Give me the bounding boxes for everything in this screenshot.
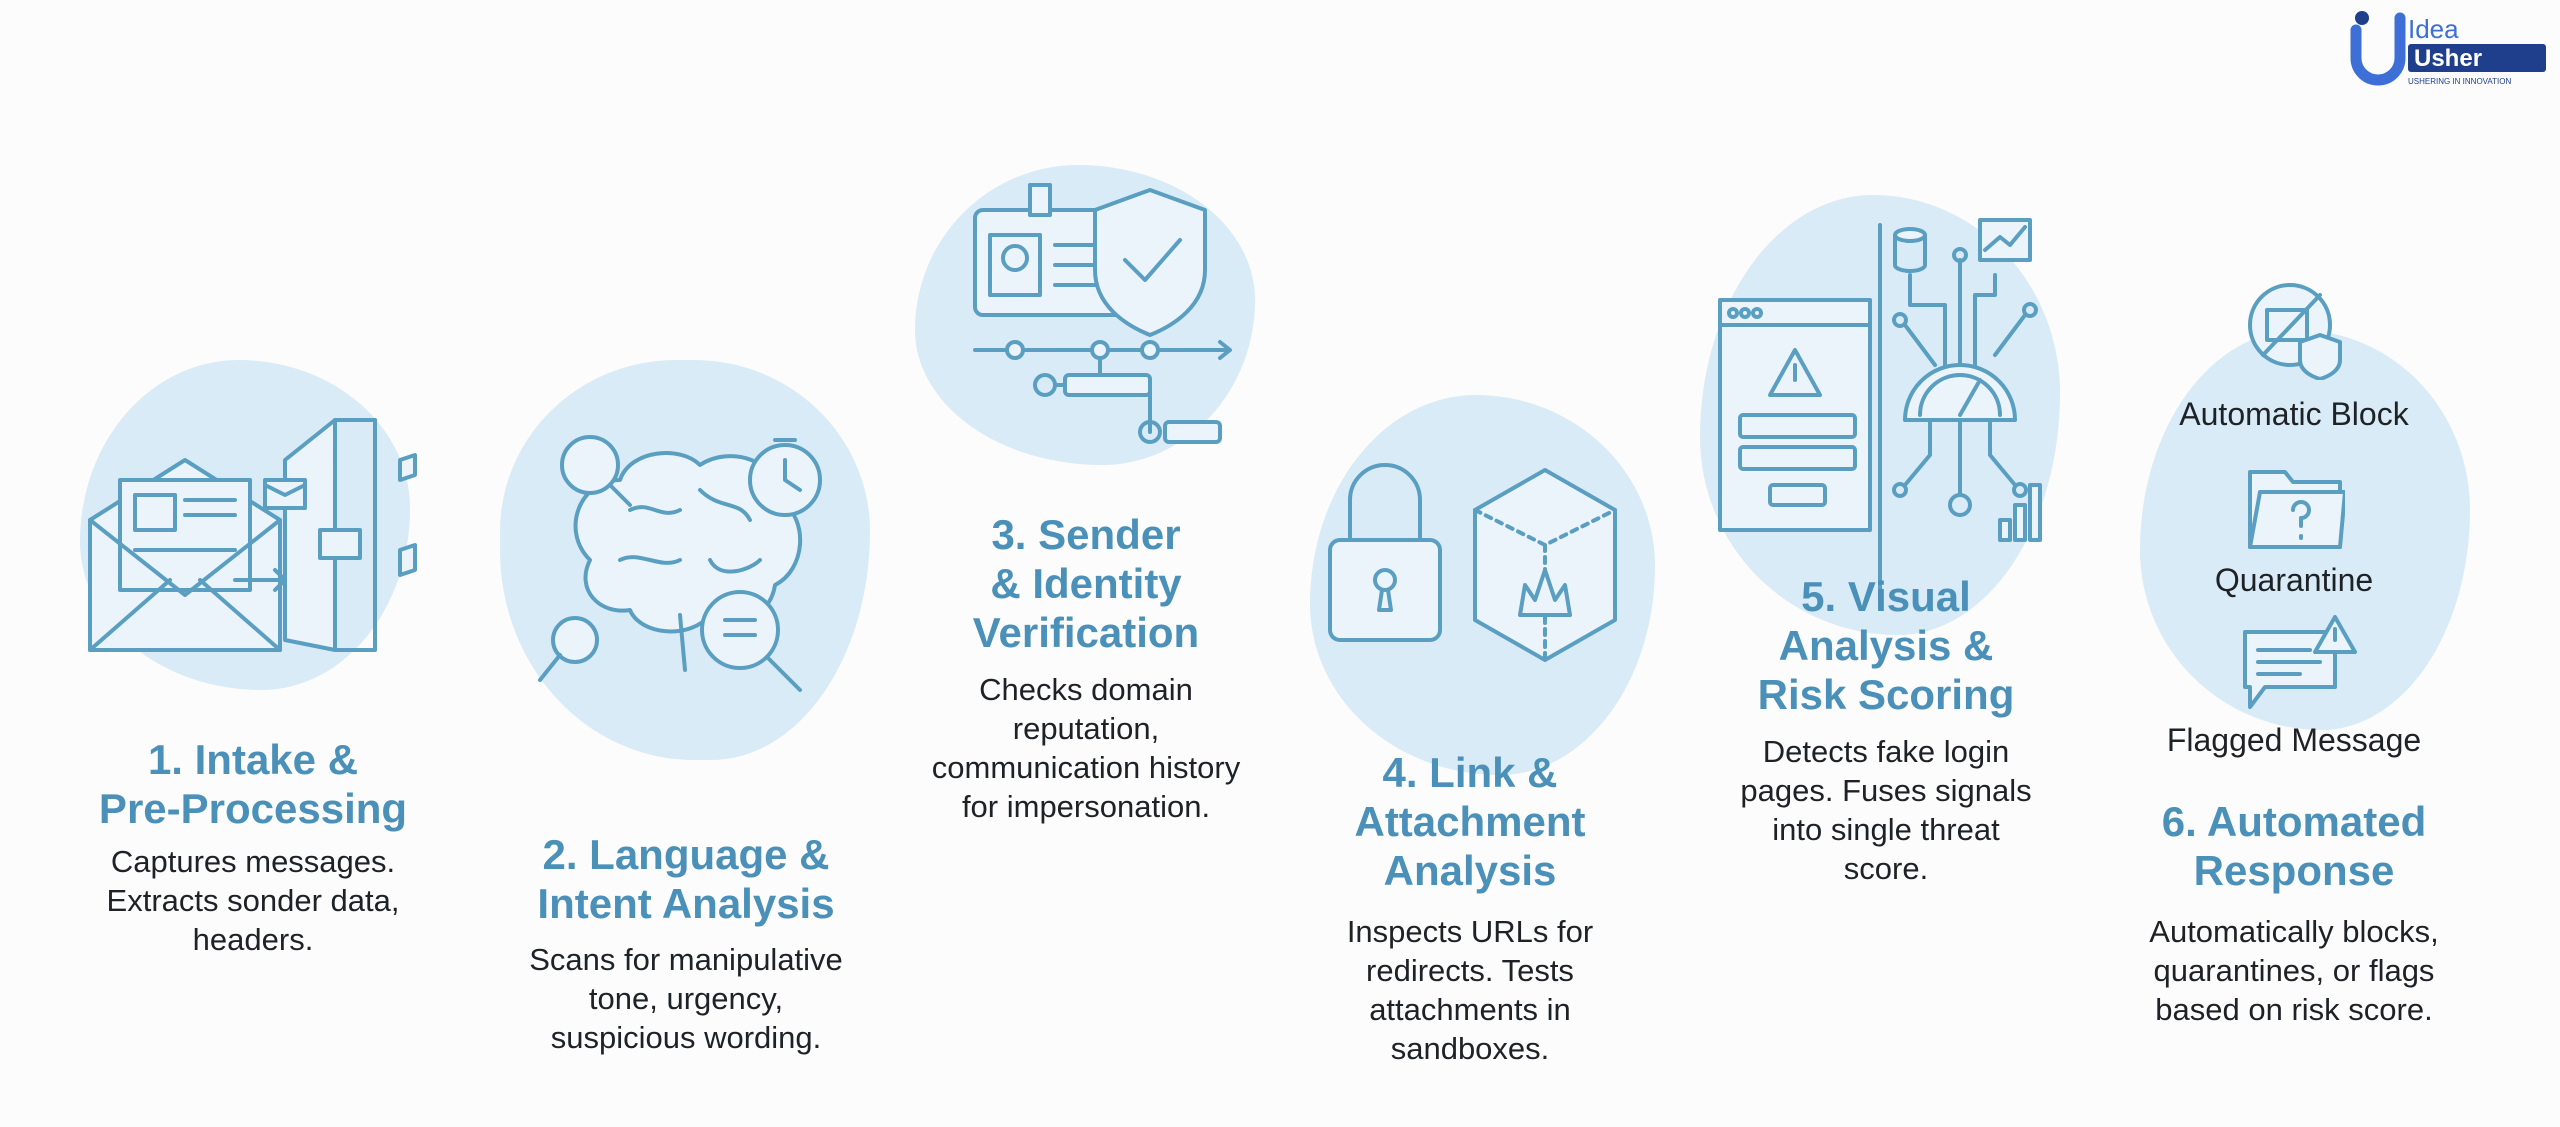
step-3-title-line: 3. Sender <box>991 511 1181 558</box>
lock-sandbox-icon <box>1325 450 1625 690</box>
step-1-desc-line: headers. <box>192 922 314 957</box>
step-5-desc-line: pages. Fuses signals <box>1740 773 2032 808</box>
gauge-login-icon <box>1715 215 2055 615</box>
step-2-title-line: Intent Analysis <box>537 880 835 927</box>
step-2-title-line: 2. Language & <box>542 831 830 878</box>
svg-text:Usher: Usher <box>2414 45 2482 72</box>
step-1-title-line: Pre-Processing <box>98 785 408 832</box>
step-2-desc-line: suspicious wording. <box>550 1020 822 1055</box>
automatic-block-label: Automatic Block <box>2179 396 2409 432</box>
idea-usher-logo: Idea Usher USHERING IN INNOVATION <box>2350 8 2550 88</box>
step-3-title-line: Verification <box>972 609 1200 656</box>
step-4-desc-line: attachments in <box>1369 992 1571 1027</box>
step-6-title-line: Response <box>2193 847 2395 894</box>
step-1-title: 1. Intake & Pre-Processing <box>99 735 407 833</box>
step-5-title: 5. Visual Analysis & Risk Scoring <box>1758 572 2015 719</box>
envelope-door-icon <box>85 400 435 660</box>
step-4-title-line: 4. Link & <box>1382 749 1558 796</box>
step-6-desc-line: Automatically blocks, <box>2149 914 2439 949</box>
step-5-desc-line: score. <box>1843 851 1929 886</box>
step-5-desc-line: Detects fake login <box>1762 734 2010 769</box>
step-5-title-line: 5. Visual <box>1801 573 1971 620</box>
svg-text:Idea: Idea <box>2408 14 2459 44</box>
step-3-desc-line: communication history <box>931 750 1241 785</box>
step-6-desc-line: based on risk score. <box>2155 992 2433 1027</box>
step-2-title: 2. Language & Intent Analysis <box>537 830 834 928</box>
step-1-description: Captures messages. Extracts sonder data,… <box>107 842 400 959</box>
step-2-desc-line: tone, urgency, <box>588 981 784 1016</box>
step-5-desc-line: into single threat <box>1772 812 2000 847</box>
step-2-description: Scans for manipulative tone, urgency, su… <box>529 940 843 1057</box>
step-3-desc-line: Checks domain <box>979 672 1193 707</box>
step-6-title: 6. Automated Response <box>2162 797 2426 895</box>
block-shield-icon <box>2245 280 2345 381</box>
step-1-desc-line: Captures messages. <box>110 844 396 879</box>
step-3-description: Checks domain reputation, communication … <box>932 670 1240 826</box>
step-3-desc-line: reputation, <box>1012 711 1160 746</box>
step-4-title: 4. Link & Attachment Analysis <box>1354 748 1585 895</box>
quarantine-folder-icon <box>2245 462 2347 552</box>
step-5-description: Detects fake login pages. Fuses signals … <box>1740 732 2031 888</box>
flagged-message-icon <box>2240 612 2360 712</box>
step-6-title-line: 6. Automated <box>2161 798 2427 845</box>
id-card-shield-icon <box>965 170 1235 450</box>
flagged-message-label: Flagged Message <box>2166 722 2422 758</box>
brain-magnifier-icon <box>520 410 850 710</box>
step-4-desc-line: redirects. Tests <box>1366 953 1574 988</box>
svg-text:USHERING IN INNOVATION: USHERING IN INNOVATION <box>2408 77 2511 86</box>
step-4-desc-line: Inspects URLs for <box>1346 914 1594 949</box>
step-6-description: Automatically blocks, quarantines, or fl… <box>2149 912 2438 1029</box>
step-4-desc-line: sandboxes. <box>1390 1031 1550 1066</box>
step-3-desc-line: for impersonation. <box>961 789 1211 824</box>
step-3-title: 3. Sender & Identity Verification <box>973 510 1199 657</box>
step-3-title-line: & Identity <box>990 560 1182 607</box>
step-4-title-line: Attachment <box>1354 798 1586 845</box>
step-4-title-line: Analysis <box>1383 847 1557 894</box>
step-6-desc-line: quarantines, or flags <box>2153 953 2435 988</box>
step-1-desc-line: Extracts sonder data, <box>106 883 400 918</box>
step-5-title-line: Risk Scoring <box>1757 671 2015 718</box>
quarantine-label: Quarantine <box>2214 562 2374 598</box>
step-5-title-line: Analysis & <box>1778 622 1994 669</box>
step-4-description: Inspects URLs for redirects. Tests attac… <box>1347 912 1593 1068</box>
step-2-desc-line: Scans for manipulative <box>529 942 843 977</box>
step-1-title-line: 1. Intake & <box>147 736 359 783</box>
